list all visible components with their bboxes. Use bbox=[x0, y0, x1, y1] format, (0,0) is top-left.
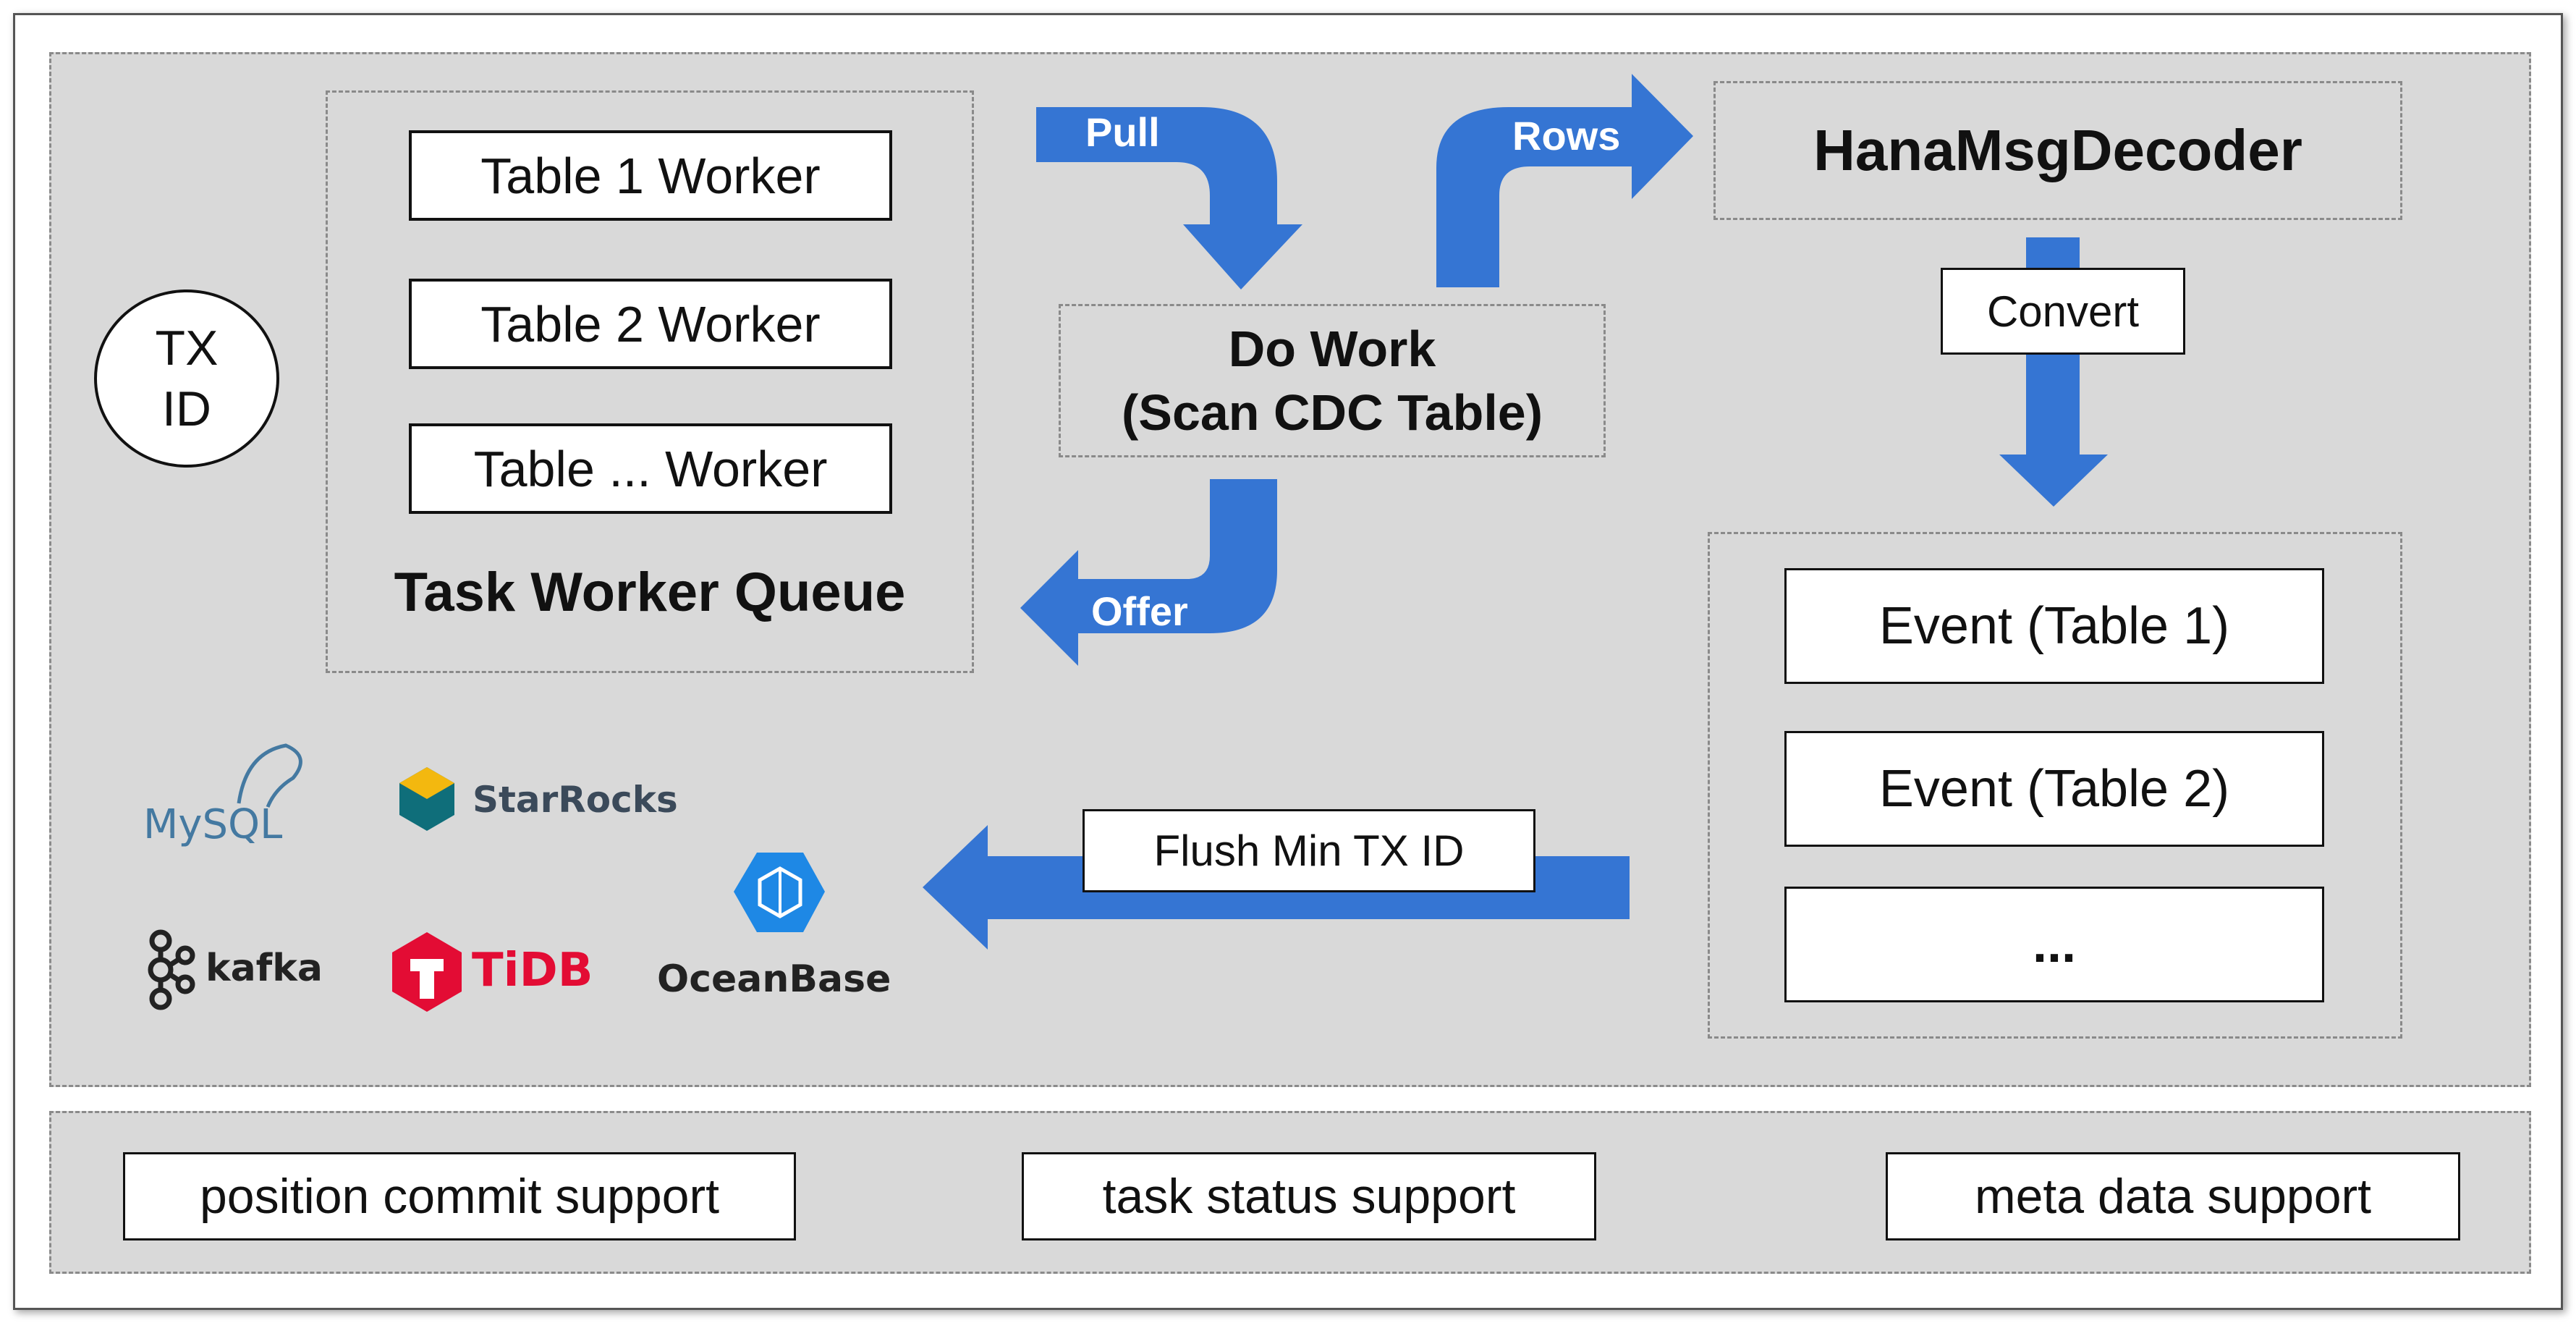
event-label: Event (Table 1) bbox=[1878, 597, 2230, 655]
oceanbase-text: OceanBase bbox=[657, 958, 891, 1001]
tx-id-line2: ID bbox=[162, 381, 211, 436]
rows-arrow bbox=[1436, 74, 1693, 287]
decoder-box: HanaMsgDecoder bbox=[1713, 81, 2402, 220]
task-worker-queue-box bbox=[326, 90, 974, 673]
event-queue-box bbox=[1708, 532, 2402, 1039]
event-box: Event (Table 2) bbox=[1784, 731, 2324, 847]
mysql-dolphin-icon bbox=[237, 743, 302, 808]
worker-label: Table 1 Worker bbox=[480, 147, 821, 204]
convert-label: Convert bbox=[1986, 287, 2140, 336]
offer-arrow bbox=[1020, 479, 1277, 666]
tx-id-circle: TX ID bbox=[94, 289, 279, 468]
support-box: meta data support bbox=[1886, 1152, 2460, 1240]
support-label: task status support bbox=[1102, 1169, 1516, 1224]
event-label: Event (Table 2) bbox=[1878, 760, 2230, 818]
do-work-subtitle: (Scan CDC Table) bbox=[1121, 384, 1543, 441]
tx-id-line1: TX bbox=[155, 321, 219, 376]
event-box: Event (Table 1) bbox=[1784, 568, 2324, 684]
pull-label: Pull bbox=[1085, 109, 1160, 155]
worker-box: Table 2 Worker bbox=[409, 279, 892, 369]
support-box: task status support bbox=[1022, 1152, 1596, 1240]
task-worker-queue-title: Task Worker Queue bbox=[394, 562, 906, 623]
do-work-title: Do Work bbox=[1228, 321, 1436, 377]
worker-box: Table 1 Worker bbox=[409, 130, 892, 221]
support-label: position commit support bbox=[199, 1169, 720, 1224]
decoder-title: HanaMsgDecoder bbox=[1813, 118, 2302, 182]
kafka-logo: kafka bbox=[148, 929, 323, 1010]
worker-box: Table ... Worker bbox=[409, 423, 892, 514]
kafka-icon bbox=[148, 929, 195, 1010]
do-work-box: Do Work (Scan CDC Table) bbox=[1059, 304, 1606, 457]
event-box: ... bbox=[1784, 887, 2324, 1002]
flush-label: Flush Min TX ID bbox=[1153, 827, 1465, 875]
support-box: position commit support bbox=[123, 1152, 796, 1240]
pull-arrow bbox=[1036, 107, 1302, 289]
support-label: meta data support bbox=[1974, 1169, 2372, 1224]
convert-label-box: Convert bbox=[1941, 268, 2185, 355]
oceanbase-logo: OceanBase bbox=[657, 853, 891, 1001]
event-label: ... bbox=[2032, 916, 2076, 973]
worker-label: Table 2 Worker bbox=[480, 295, 821, 352]
tidb-text: TiDB bbox=[472, 944, 593, 997]
flush-label-box: Flush Min TX ID bbox=[1082, 809, 1535, 892]
mysql-logo: MySQL bbox=[143, 743, 302, 848]
starrocks-text: StarRocks bbox=[473, 779, 678, 821]
mysql-text: MySQL bbox=[143, 801, 282, 848]
rows-label: Rows bbox=[1512, 113, 1621, 158]
starrocks-logo: StarRocks bbox=[399, 767, 678, 831]
offer-label: Offer bbox=[1091, 588, 1188, 634]
kafka-text: kafka bbox=[206, 947, 323, 990]
worker-label: Table ... Worker bbox=[473, 440, 828, 497]
tidb-logo: TiDB bbox=[392, 932, 593, 1012]
